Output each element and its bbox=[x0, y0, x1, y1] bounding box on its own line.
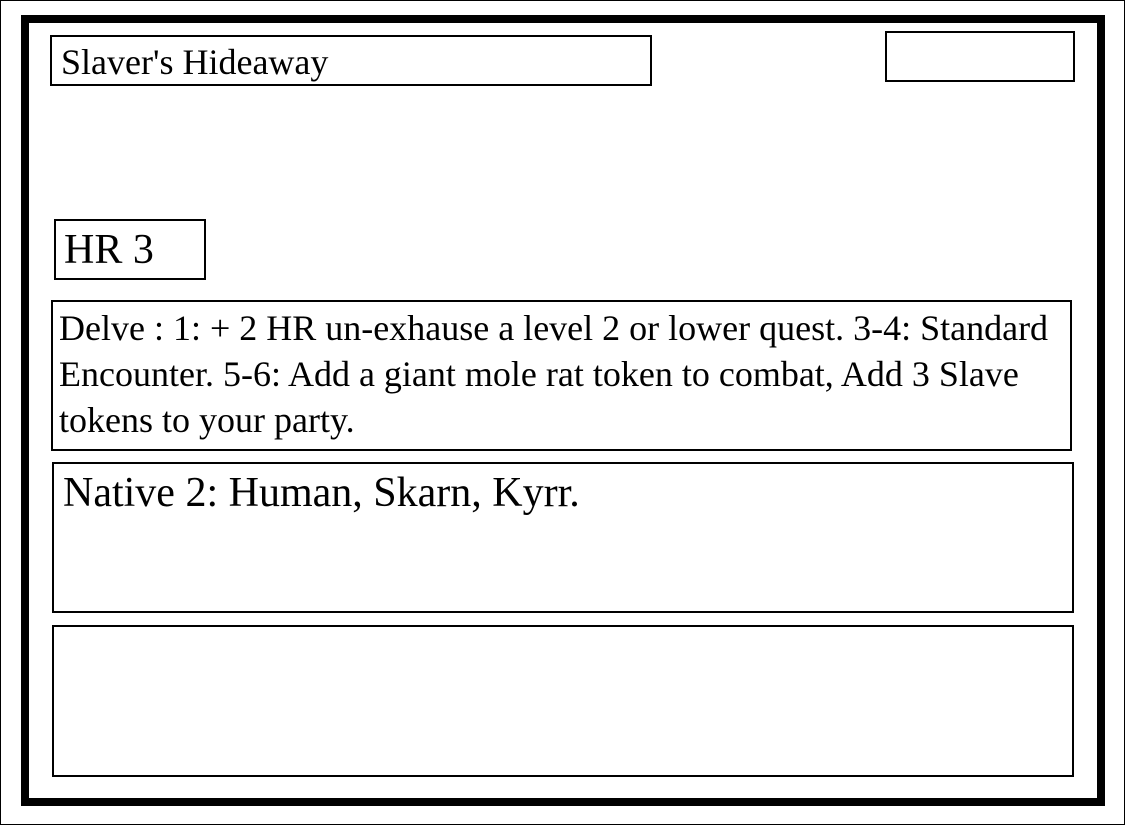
card-frame bbox=[21, 15, 1105, 806]
corner-field bbox=[885, 31, 1075, 82]
bottom-text-field bbox=[52, 625, 1074, 777]
delve-text: Delve : 1: + 2 HR un-exhause a level 2 o… bbox=[51, 300, 1072, 451]
card-title: Slaver's Hideaway bbox=[50, 35, 652, 86]
hr-rating: HR 3 bbox=[54, 219, 206, 280]
native-text: Native 2: Human, Skarn, Kyrr. bbox=[52, 462, 1074, 613]
